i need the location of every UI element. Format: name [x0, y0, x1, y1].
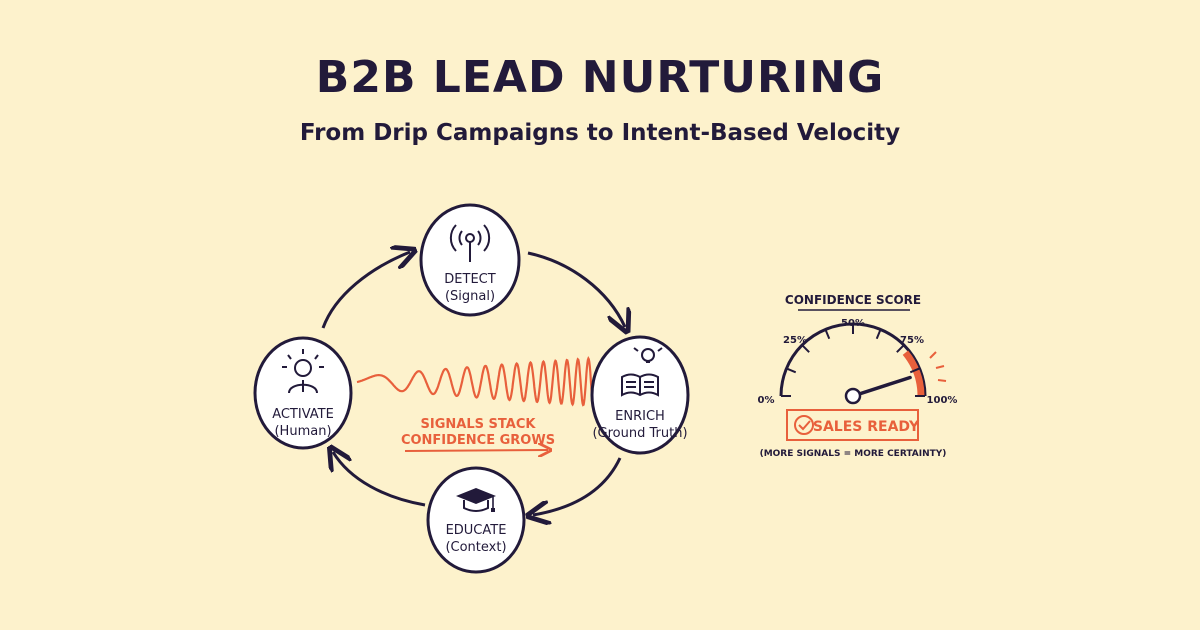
node-detect-sub: (Signal) [445, 289, 495, 304]
sales-ready-badge: SALES READY [786, 409, 920, 441]
signal-note-arrow [404, 450, 548, 451]
check-icon [798, 420, 811, 431]
node-detect: DETECT (Signal) [419, 203, 521, 317]
node-activate: ACTIVATE (Human) [253, 336, 353, 450]
check-circle-icon [794, 415, 814, 435]
arrow-educate-to-activate [333, 452, 426, 507]
gauge-needle [851, 375, 912, 398]
node-educate: EDUCATE (Context) [426, 466, 526, 574]
page-subtitle: From Drip Campaigns to Intent-Based Velo… [299, 120, 901, 146]
gauge-tick [786, 367, 797, 374]
arrow-enrich-to-educate [533, 457, 622, 515]
gauge-tick-label-100: 100% [927, 395, 958, 406]
gauge-tick [909, 367, 920, 374]
node-activate-sub: (Human) [274, 424, 331, 439]
book-lightbulb-icon [621, 347, 663, 397]
gauge-tick [875, 329, 882, 340]
signal-note-line1: SIGNALS STACK [421, 417, 537, 432]
person-idea-icon [282, 349, 324, 394]
signal-wave [356, 355, 598, 409]
gauge-tick-label-25: 25% [783, 335, 807, 346]
sales-ready-label: SALES READY [813, 419, 920, 435]
node-enrich: ENRICH (Ground Truth) [590, 335, 690, 455]
node-educate-sub: (Context) [445, 540, 506, 555]
signal-note-line2: CONFIDENCE GROWS [401, 433, 555, 448]
gauge-tick [824, 329, 831, 340]
gauge-tick [801, 344, 810, 353]
gauge-hot-zone [902, 350, 925, 397]
node-detect-label: DETECT [444, 272, 495, 287]
gauge-tick-label-75: 75% [900, 335, 924, 346]
arrow-activate-to-detect [321, 252, 410, 329]
page-title: B2B LEAD NURTURING [315, 52, 885, 103]
node-educate-label: EDUCATE [446, 523, 507, 538]
gauge-tick [896, 344, 905, 353]
graduation-cap-icon [456, 488, 496, 512]
node-activate-label: ACTIVATE [272, 407, 334, 422]
node-enrich-sub: (Ground Truth) [592, 426, 687, 441]
node-enrich-label: ENRICH [615, 409, 665, 424]
gauge-hub [844, 387, 862, 405]
gauge-tick-label-50: 50% [841, 318, 865, 329]
antenna-icon [449, 224, 491, 262]
gauge-tick-label-0: 0% [758, 395, 775, 406]
gauge-ticks [781, 324, 925, 397]
gauge-sparks [929, 351, 947, 382]
arrow-detect-to-enrich [527, 251, 625, 327]
gauge-title: CONFIDENCE SCORE [785, 293, 921, 307]
gauge-caption: (MORE SIGNALS = MORE CERTAINTY) [760, 449, 947, 459]
confidence-gauge: CONFIDENCE SCORE 0% 25% 50% 75% 100% SAL… [758, 293, 958, 459]
